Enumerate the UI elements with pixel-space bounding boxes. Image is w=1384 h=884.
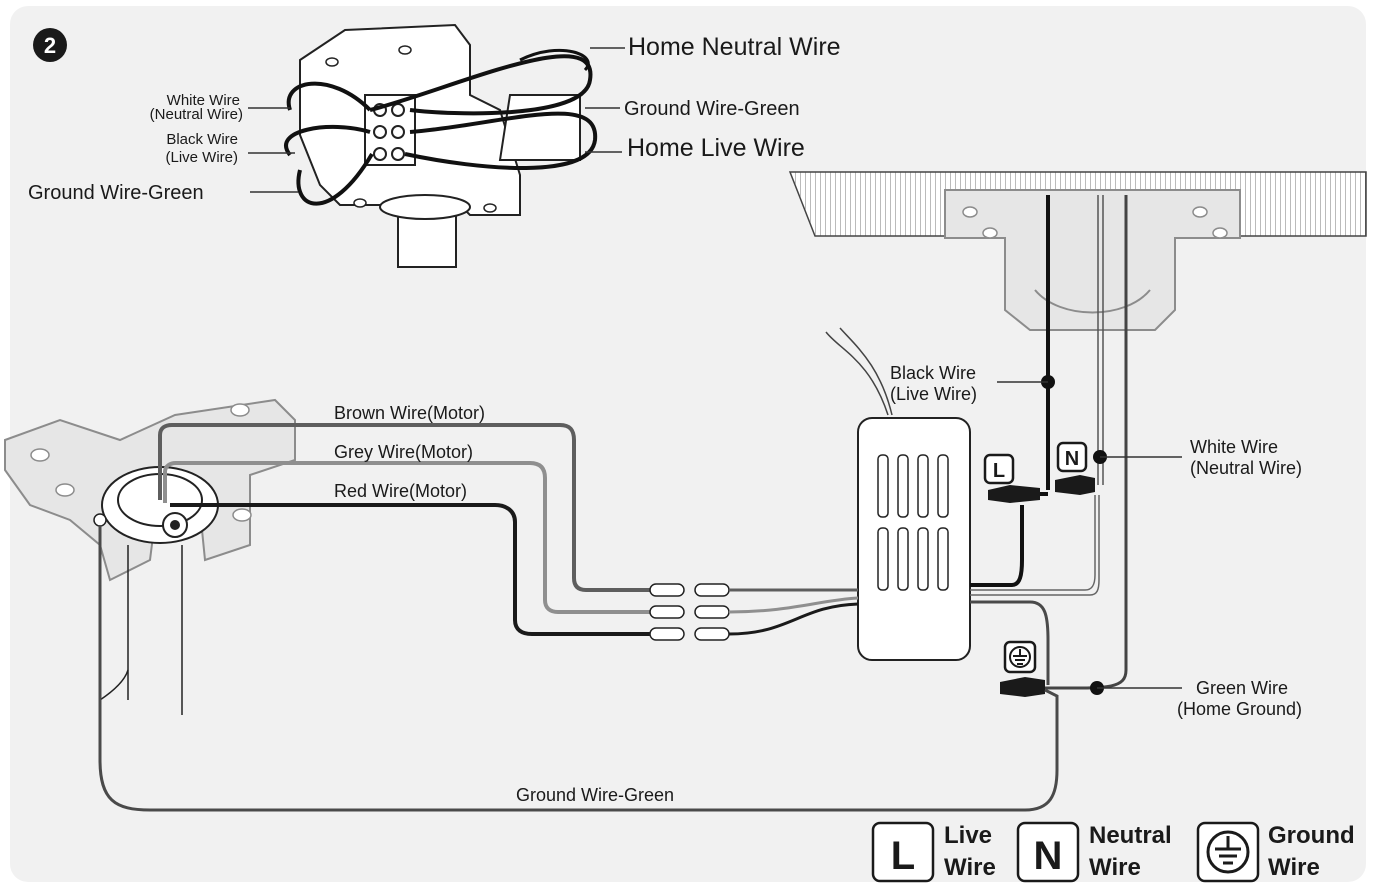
label-brown-wire: Brown Wire(Motor) — [334, 403, 485, 423]
label-white-wire-receiver-sub: (Neutral Wire) — [1190, 458, 1302, 478]
ground-terminal-icon — [1003, 640, 1037, 674]
label-black-wire-receiver-sub: (Live Wire) — [890, 384, 977, 404]
legend-live: L Live Wire — [871, 821, 996, 883]
legend-ground-line1: Ground — [1268, 822, 1355, 849]
label-green-wire: Green Wire — [1196, 678, 1288, 698]
legend-neutral-line2: Wire — [1089, 854, 1141, 881]
label-ground-wire-bottom: Ground Wire-Green — [516, 785, 674, 805]
wire-nut-live — [988, 485, 1040, 503]
receiver-box — [825, 327, 971, 661]
label-black-wire-top: Black Wire — [166, 131, 238, 148]
legend-neutral-symbol: N — [1034, 834, 1063, 878]
ceiling-mount — [788, 171, 1367, 331]
label-white-wire-receiver: White Wire — [1190, 437, 1278, 457]
step-number: 2 — [44, 33, 56, 58]
neutral-terminal-mark: N — [1056, 441, 1088, 473]
label-white-wire-top: White Wire — [167, 92, 240, 109]
legend-ground: Ground Wire — [1196, 821, 1355, 883]
legend-live-line2: Wire — [944, 854, 996, 881]
label-ground-wire-left: Ground Wire-Green — [28, 182, 204, 204]
label-white-wire-top-sub: (Neutral Wire) — [150, 106, 243, 123]
label-black-wire-receiver: Black Wire — [890, 363, 976, 383]
ground-icon — [1206, 830, 1250, 874]
label-grey-wire: Grey Wire(Motor) — [334, 442, 473, 462]
legend-live-symbol: L — [891, 834, 915, 878]
ceiling-bracket-inset — [284, 23, 598, 268]
svg-text:N: N — [1065, 448, 1079, 470]
svg-text:L: L — [993, 460, 1005, 482]
legend-neutral-line1: Neutral — [1089, 822, 1172, 849]
label-ground-wire-right: Ground Wire-Green — [624, 98, 800, 120]
legend-neutral: N Neutral Wire — [1016, 821, 1172, 883]
legend-live-line1: Live — [944, 822, 992, 849]
motor-bracket — [4, 398, 296, 715]
label-black-wire-top-sub: (Live Wire) — [165, 149, 238, 166]
wire-nut-neutral — [1055, 475, 1095, 495]
wire-nut-ground — [1000, 677, 1045, 697]
step-badge: 2 — [33, 28, 67, 62]
legend-ground-line2: Wire — [1268, 854, 1320, 881]
label-green-wire-sub: (Home Ground) — [1177, 699, 1302, 719]
label-home-live-wire: Home Live Wire — [627, 134, 805, 162]
live-terminal-mark: L — [983, 453, 1015, 485]
label-red-wire: Red Wire(Motor) — [334, 481, 467, 501]
label-home-neutral-wire: Home Neutral Wire — [628, 33, 841, 61]
motor-connectors — [649, 583, 730, 641]
